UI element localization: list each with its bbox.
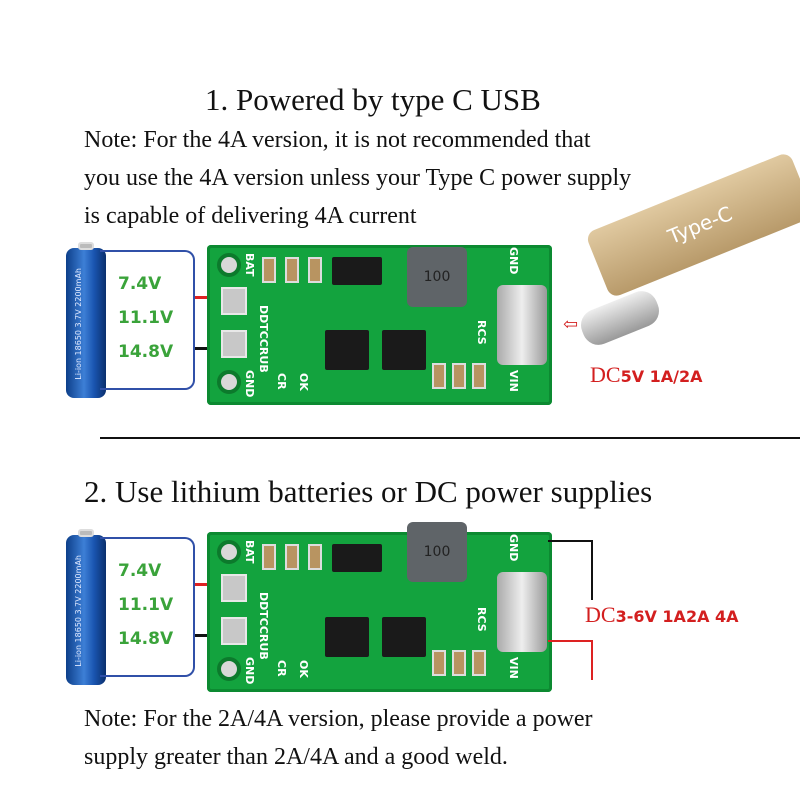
voltage-list: 7.4V 11.1V 14.8V	[118, 267, 173, 369]
dc-input-label-2: DC3-6V 1A2A 4A	[585, 602, 739, 627]
voltage-bracket	[100, 250, 195, 390]
charger-board-image: BAT DDTCCRUB GND CR OK RCS GND VIN 100	[207, 522, 552, 692]
note-line: is capable of delivering 4A current	[84, 203, 417, 229]
note-line: you use the 4A version unless your Type …	[84, 165, 632, 191]
arrow-left-icon: ⇦	[563, 314, 579, 334]
battery-image: Li-ion 18650 3.7V 2200mAh	[66, 529, 106, 685]
voltage-option: 11.1V	[118, 308, 174, 328]
divider	[100, 437, 800, 439]
section2-note: Note: For the 2A/4A version, please prov…	[84, 700, 593, 776]
dc-input-label-1: DC5V 1A/2A	[590, 362, 703, 387]
section1-title: 1. Powered by type C USB	[205, 82, 541, 117]
vin-wire	[548, 640, 593, 680]
section2-title: 2. Use lithium batteries or DC power sup…	[84, 474, 653, 509]
note-line: Note: For the 4A version, it is not reco…	[84, 127, 591, 153]
battery-image: Li-ion 18650 3.7V 2200mAh	[66, 242, 106, 398]
voltage-list: 7.4V 11.1V 14.8V	[118, 554, 173, 656]
note-line: Note: For the 2A/4A version, please prov…	[84, 706, 593, 732]
voltage-option: 14.8V	[118, 342, 174, 362]
voltage-option: 7.4V	[118, 274, 162, 294]
section1-note: Note: For the 4A version, it is not reco…	[84, 121, 631, 235]
type-c-connector	[576, 286, 664, 350]
voltage-bracket	[100, 537, 195, 677]
gnd-wire	[548, 540, 593, 600]
voltage-option: 7.4V	[118, 561, 162, 581]
voltage-option: 11.1V	[118, 595, 174, 615]
note-line: supply greater than 2A/4A and a good wel…	[84, 744, 508, 770]
charger-board-image: BAT DDTCCRUB GND CR OK RCS GND VIN 100	[207, 245, 552, 405]
voltage-option: 14.8V	[118, 629, 174, 649]
